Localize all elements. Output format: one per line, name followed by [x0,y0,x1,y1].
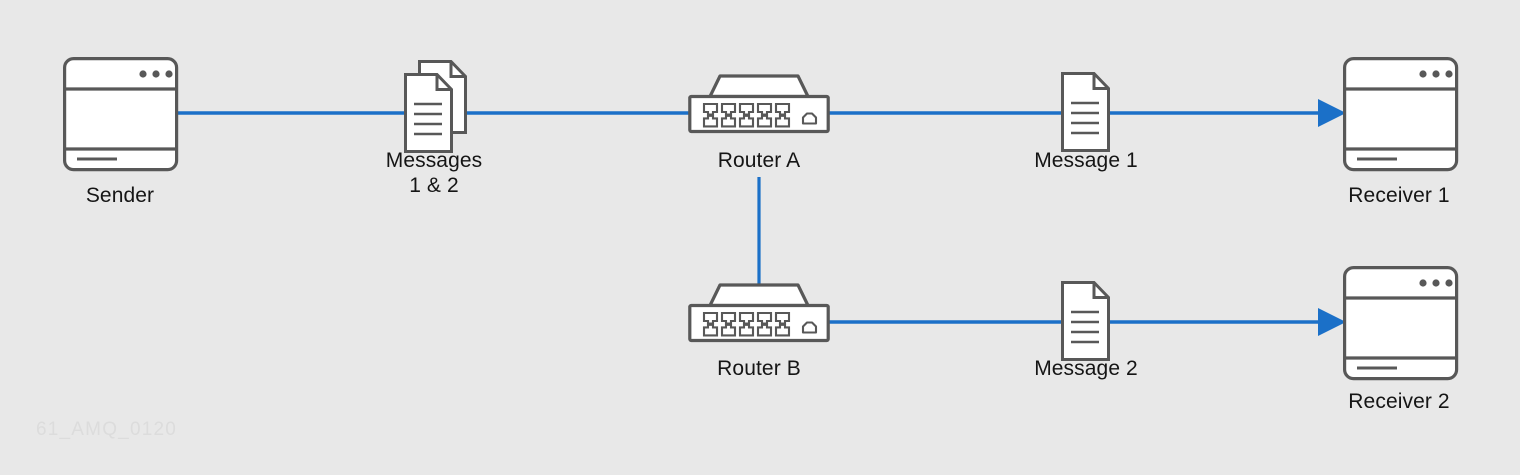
label-sender: Sender [85,184,155,207]
router-icon [688,74,830,134]
label-messages-1-2-line1: Messages [385,149,483,172]
node-receiver-2[interactable] [1342,266,1459,381]
node-message-1[interactable] [1061,72,1110,152]
watermark-text: 61_AMQ_0120 [36,419,178,440]
document-icon [1061,281,1110,361]
node-sender[interactable] [62,56,179,172]
document-icon [1061,72,1110,152]
arrowhead-icon [1318,308,1346,336]
router-icon [688,283,830,343]
label-message-2: Message 2 [1034,357,1138,380]
label-receiver-2: Receiver 2 [1348,390,1450,413]
label-router-b: Router B [717,357,801,380]
documents-stack-icon [404,60,467,153]
node-router-a[interactable] [688,74,830,134]
label-receiver-1: Receiver 1 [1348,184,1450,207]
window-icon [62,56,179,172]
label-router-a: Router A [717,149,801,172]
window-icon [1342,266,1459,381]
node-messages-1-2[interactable] [404,60,467,153]
window-icon [1342,56,1459,172]
label-message-1: Message 1 [1034,149,1138,172]
label-messages-1-2-line2: 1 & 2 [409,174,459,197]
node-receiver-1[interactable] [1342,56,1459,172]
arrowhead-icon [1318,99,1346,127]
node-router-b[interactable] [688,283,830,343]
node-message-2[interactable] [1061,281,1110,361]
